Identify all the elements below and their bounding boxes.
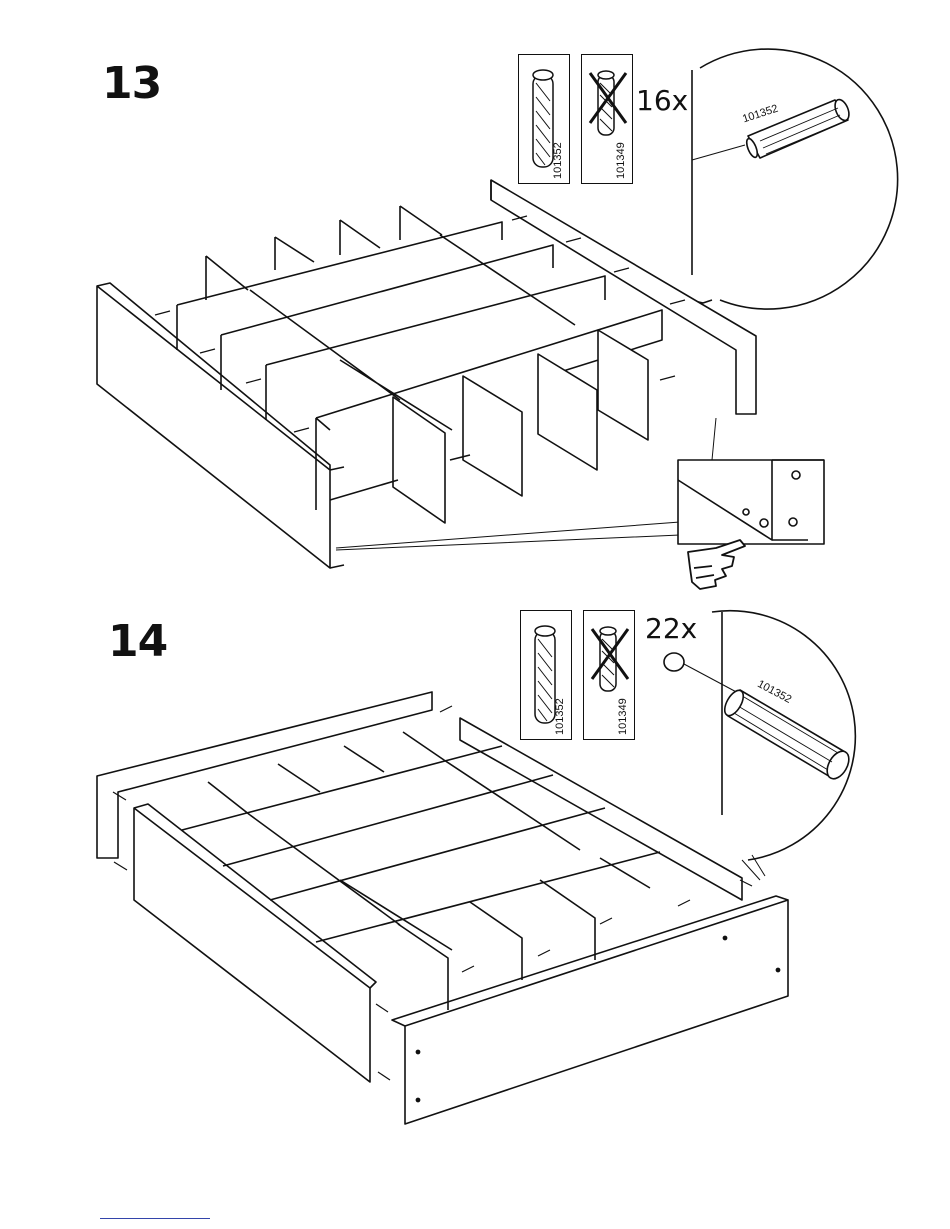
step-14-number: 14	[108, 616, 167, 667]
step-13-zoom-dowel	[745, 98, 852, 159]
step-13-detail-box	[678, 460, 824, 544]
step-13-organizer	[97, 180, 756, 568]
step-14-wrong-part-number: 101349	[617, 698, 629, 735]
step-13-zoom-circle	[690, 49, 898, 309]
step-14-wrong-dowel-box: 101349	[583, 610, 635, 740]
step-14-correct-part-number: 101352	[554, 698, 566, 735]
footer-rule	[100, 1218, 210, 1219]
pointing-hand-icon	[688, 540, 745, 589]
step-14-organizer	[97, 692, 788, 1124]
step-14-zoom-circle	[664, 611, 855, 880]
step-14-correct-dowel-box: 101352	[520, 610, 572, 740]
step-14-quantity: 22x	[645, 612, 697, 645]
